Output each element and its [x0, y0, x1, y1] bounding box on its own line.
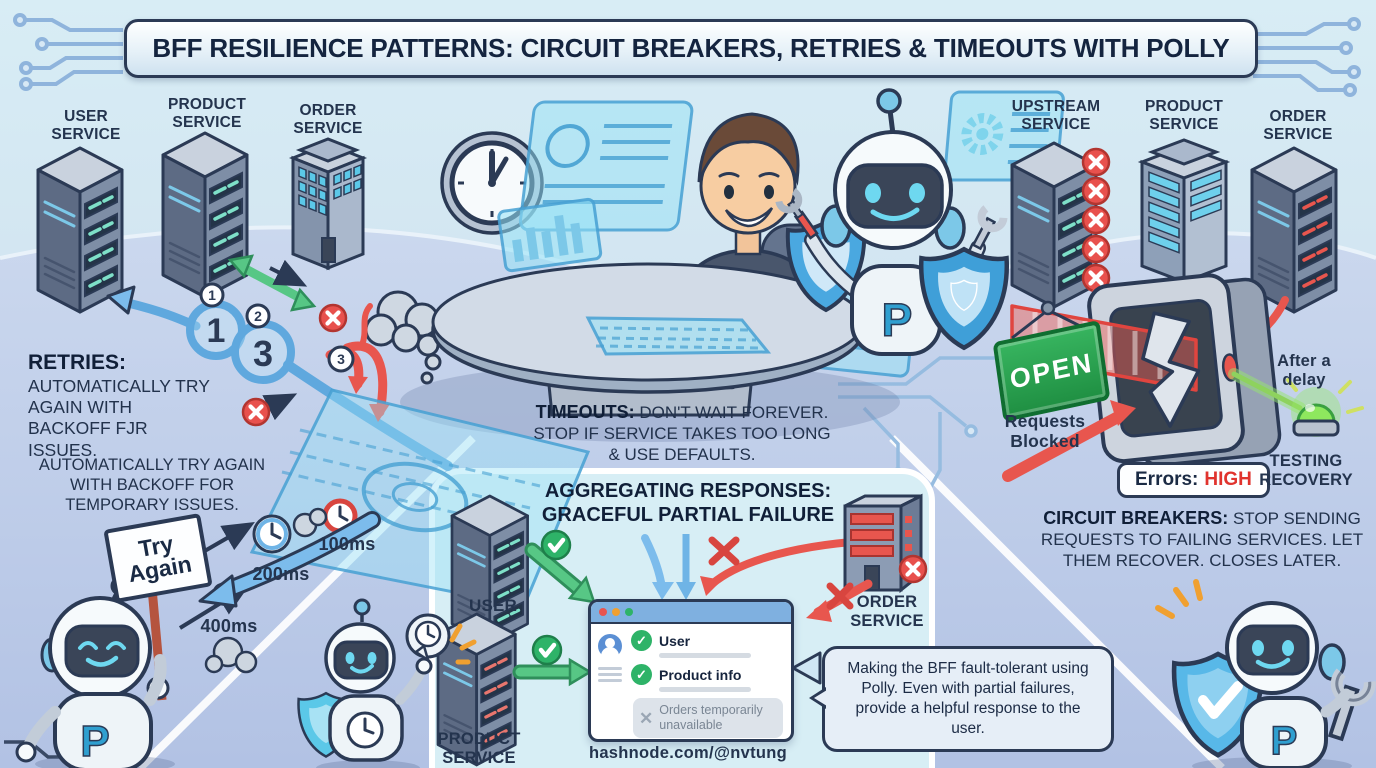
window-maximize-icon — [625, 608, 633, 616]
retries-note: AUTOMATICALLY TRY AGAIN WITH BACKOFF FOR… — [38, 456, 266, 515]
footer-credit: hashnode.com/@nvtung — [588, 744, 788, 762]
error-x-icon — [900, 556, 926, 582]
timeout-robot-small — [297, 598, 477, 762]
switch-lever — [1141, 311, 1201, 428]
label-delay-400ms: 400ms — [200, 616, 258, 636]
label-upstream-service: UPSTREAM SERVICE — [1011, 98, 1101, 133]
upstream-error-x-icons — [1083, 149, 1109, 291]
user-service-server-icon — [36, 146, 124, 314]
label-user-service: USER SERVICE — [51, 108, 121, 143]
requests-blocked-arrow — [1002, 411, 1124, 482]
order-blocked-arrow — [806, 579, 873, 622]
order-service-server-icon-right — [1250, 146, 1338, 314]
panel-order-building-icon — [843, 493, 923, 594]
aggregating-subheading: GRACEFUL PARTIAL FAILURE — [541, 504, 835, 527]
smoke-cloud-icon — [364, 290, 442, 385]
aggregated-response-card: ✓ User ✓ Product info ✕ Orders temporari… — [588, 599, 794, 742]
circuit-corner-left-icon — [13, 13, 123, 91]
retries-body: AUTOMATICALLY TRY AGAIN WITH BACKOFF FJR… — [28, 375, 210, 460]
retries-heading: RETRIES: — [28, 351, 127, 374]
svg-text:1: 1 — [207, 312, 226, 350]
aggregating-heading: AGGREGATING RESPONSES: — [544, 480, 832, 502]
window-close-icon — [599, 608, 607, 616]
geyser-icon — [359, 303, 373, 348]
section-dividers — [137, 435, 1225, 768]
x-icon: ✕ — [639, 708, 654, 728]
label-testing-recovery: TESTING RECOVERY — [1259, 452, 1353, 489]
wrench-icon — [971, 205, 1008, 251]
label-delay-100ms: 100ms — [318, 534, 376, 554]
circuit-breakers-text: CIRCUIT BREAKERS: STOP SENDING REQUESTS … — [1036, 508, 1368, 571]
aggregating-heading-block: AGGREGATING RESPONSES: GRACEFUL PARTIAL … — [498, 479, 878, 528]
circuit-breakers-body: STOP SENDING REQUESTS TO FAILING SERVICE… — [1040, 509, 1364, 570]
label-panel-product: PRODUCT SERVICE — [437, 730, 521, 767]
avatar-icon — [598, 634, 622, 659]
order-service-building-icon — [288, 137, 368, 271]
holo-screen-chart — [497, 197, 603, 273]
svg-text:P: P — [1271, 719, 1298, 763]
testing-recovery-lamp-icon — [1228, 368, 1364, 437]
polly-robot-bottom-right: P — [1155, 579, 1376, 768]
holo-screen-profile — [518, 100, 694, 232]
svg-text:3: 3 — [253, 333, 273, 374]
label-order-service-right: ORDER SERVICE — [1263, 108, 1333, 143]
card-row-user: ✓ User — [631, 630, 783, 651]
label-delay-200ms: 200ms — [252, 564, 310, 584]
check-icon — [533, 636, 561, 664]
label-after-delay: After a delay — [1277, 352, 1331, 389]
wrench-icon — [775, 188, 819, 240]
card-incoming-arrows — [641, 534, 884, 685]
browser-titlebar — [591, 602, 791, 624]
window-minimize-icon — [612, 608, 620, 616]
circuit-breakers-heading: CIRCUIT BREAKERS: — [1043, 508, 1229, 528]
menu-icon — [598, 667, 622, 682]
speech-bubble: Making the BFF fault-tolerant using Poll… — [809, 646, 1114, 752]
polly-robot-center: P — [775, 88, 1008, 356]
label-order-service: ORDER SERVICE — [293, 102, 363, 137]
svg-text:P: P — [882, 294, 913, 346]
attempt-badge-icons: 1 2 3 1 3 — [199, 282, 355, 374]
card-row-orders-unavailable: ✕ Orders temporarily unavailable — [633, 698, 783, 738]
timeouts-heading: TIMEOUTS: — [535, 402, 635, 422]
smoke-puffs-small — [204, 636, 258, 674]
label-product-service-right: PRODUCT SERVICE — [1144, 98, 1224, 133]
page-title: BFF RESILIENCE PATTERNS: CIRCUIT BREAKER… — [152, 33, 1230, 63]
retries-text: RETRIES: AUTOMATICALLY TRY AGAIN WITH BA… — [28, 350, 216, 461]
label-product-service: PRODUCT SERVICE — [167, 96, 247, 131]
product-service-server-icon — [161, 131, 249, 299]
title-banner: BFF RESILIENCE PATTERNS: CIRCUIT BREAKER… — [124, 19, 1258, 78]
panel-green-arrows — [512, 531, 596, 687]
svg-text:1: 1 — [208, 287, 216, 303]
timeouts-body: DON'T WAIT FOREVER. STOP IF SERVICE TAKE… — [533, 403, 831, 464]
holo-keyboard — [585, 316, 772, 356]
delay-clock-icons — [252, 498, 358, 554]
label-requests-blocked: Requests Blocked — [1004, 411, 1086, 451]
card-row-product: ✓ Product info — [631, 664, 783, 685]
check-icon: ✓ — [631, 664, 652, 685]
label-panel-user: USER — [468, 596, 518, 615]
polly-robot-sign: P — [15, 576, 170, 768]
svg-text:P: P — [80, 717, 109, 766]
circuit-corner-right-icon — [1253, 17, 1361, 97]
timeouts-text: TIMEOUTS: DON'T WAIT FOREVER. STOP IF SE… — [528, 402, 836, 465]
retry-bounce-arrows — [178, 511, 381, 630]
product-service-tower-icon — [1137, 138, 1231, 285]
check-icon: ✓ — [631, 630, 652, 651]
label-panel-order: ORDER SERVICE — [850, 593, 924, 630]
svg-text:2: 2 — [254, 308, 262, 324]
gear-icon — [961, 113, 1004, 155]
errors-badge: Errors:HIGH — [1117, 462, 1270, 498]
check-icon — [542, 531, 570, 559]
svg-text:3: 3 — [337, 351, 345, 367]
desk-scene — [249, 90, 1065, 608]
